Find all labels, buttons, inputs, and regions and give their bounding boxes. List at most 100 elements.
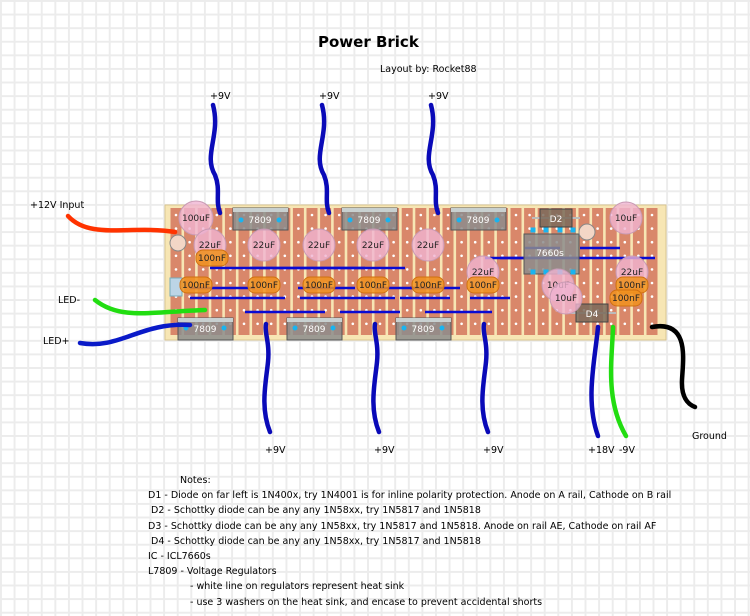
copper-strip <box>320 208 332 335</box>
ic-pin <box>557 227 563 233</box>
regulator-bottom: 7809 <box>177 317 234 341</box>
strip-hole <box>514 254 518 258</box>
capacitor-label: 100nF <box>250 281 278 291</box>
ground-label: Ground <box>692 431 727 442</box>
strip-hole <box>596 227 599 230</box>
strip-hole <box>242 254 246 258</box>
capacitor-body <box>178 200 214 236</box>
wire-led-minus <box>92 297 208 316</box>
wire-ground <box>649 323 698 410</box>
strip-hole <box>297 281 300 285</box>
strip-hole <box>596 281 599 285</box>
strip-hole <box>283 281 287 285</box>
strip-hole <box>609 240 613 244</box>
strip-hole <box>650 213 654 217</box>
copper-strip <box>510 208 522 335</box>
strip-hole <box>623 308 627 312</box>
ic-pin <box>570 227 576 233</box>
strip-hole <box>609 281 613 285</box>
strip-hole <box>528 213 531 217</box>
led-plus-label: LED+ <box>43 336 70 347</box>
copper-strip <box>184 208 196 335</box>
strip-hole <box>229 254 232 258</box>
strip-hole <box>188 268 191 271</box>
ceramic-capacitor: 100nF <box>302 276 336 294</box>
diode-d3-round <box>169 234 187 252</box>
strip-hole <box>582 281 586 285</box>
regulator-label: 7809 <box>412 325 435 335</box>
capacitor-body <box>466 276 500 294</box>
strip-hole <box>528 281 531 285</box>
strip-hole <box>337 308 341 312</box>
strip-hole <box>405 281 409 285</box>
capacitor-label: 22uF <box>417 241 439 251</box>
regulator-label: 7809 <box>249 216 272 226</box>
note-ic: IC - ICL7660s <box>148 551 211 563</box>
strip-hole <box>201 268 205 271</box>
strip-hole <box>297 227 300 230</box>
strip-hole <box>392 322 395 326</box>
regulator-top: 7809 <box>450 207 507 231</box>
note-d3: D3 - Schottky diode can be any any 1N58x… <box>148 520 657 532</box>
strip-hole <box>229 213 232 217</box>
capacitor-body <box>247 276 281 294</box>
diode: D2 <box>532 208 580 228</box>
strip-hole <box>514 227 518 230</box>
strip-hole <box>229 240 232 244</box>
strip-hole <box>405 308 409 312</box>
strip-hole <box>650 227 654 230</box>
strip-hole <box>528 322 531 326</box>
top-9v-label-3: +9V <box>428 91 449 102</box>
strip-hole <box>650 254 654 258</box>
copper-strip <box>456 208 468 335</box>
copper-strip <box>292 208 304 335</box>
strip-hole <box>242 240 246 244</box>
regulator-label: 7809 <box>194 325 217 335</box>
ic-body <box>523 233 580 275</box>
strip-hole <box>433 213 436 217</box>
capacitor-body <box>302 228 336 262</box>
capacitor-body <box>609 201 643 235</box>
led-minus-label: LED- <box>58 295 81 306</box>
bottom-9v-label-1: +9V <box>265 445 286 456</box>
ic-pin <box>570 269 576 275</box>
strip-hole <box>174 268 178 271</box>
strip-hole <box>310 227 314 230</box>
strip-hole <box>609 268 613 271</box>
strip-hole <box>596 268 599 271</box>
pin <box>330 325 336 331</box>
capacitor-label: 100nF <box>612 294 640 304</box>
pin <box>456 217 462 223</box>
wire-9v-bottom <box>480 321 491 435</box>
strip-hole <box>188 254 191 258</box>
copper-strip <box>401 208 413 335</box>
capacitor-label: 22uF <box>472 268 494 278</box>
wire-9v-top <box>317 102 332 216</box>
strip-hole <box>405 254 409 258</box>
electrolytic-capacitor: 10uF <box>549 281 583 315</box>
capacitor-body <box>195 249 229 267</box>
top-9v-label-2: +9V <box>319 91 340 102</box>
strip-hole <box>650 281 654 285</box>
strip-hole <box>514 213 518 217</box>
strip-hole <box>596 322 599 326</box>
strip-hole <box>582 240 586 244</box>
strip-hole <box>405 240 409 244</box>
note-d2: D2 - Schottky diode can be any any 1N58x… <box>148 505 481 517</box>
strip-hole <box>229 281 232 285</box>
wire-9v-top <box>208 102 223 216</box>
notes-heading: Notes: <box>180 475 211 486</box>
strip-hole <box>501 240 504 244</box>
copper-strip <box>306 208 318 335</box>
layout-author: Layout by: Rocket88 <box>380 64 477 75</box>
strip-hole <box>446 281 450 285</box>
diode-label: D4 <box>586 310 599 320</box>
electrolytic-capacitor: 100uF <box>178 200 214 236</box>
strip-hole <box>283 322 287 326</box>
strip-hole <box>174 213 178 217</box>
ic-pin <box>543 227 549 233</box>
strip-hole <box>650 322 654 326</box>
strip-hole <box>596 213 599 217</box>
heatsink-line <box>396 318 451 322</box>
strip-hole <box>283 254 287 258</box>
